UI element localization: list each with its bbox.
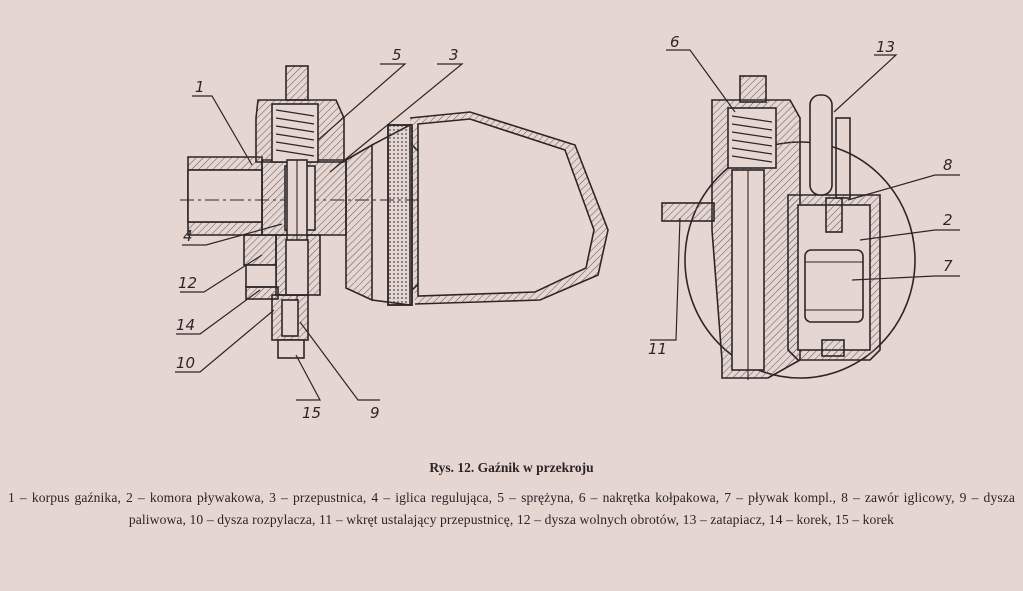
callout-1: 1 (195, 78, 205, 96)
right-section-view (661, 75, 916, 380)
callout-4: 4 (183, 227, 193, 245)
callout-10: 10 (176, 354, 195, 372)
callout-5: 5 (392, 46, 402, 64)
callout-13: 13 (876, 38, 895, 56)
callout-8: 8 (943, 156, 953, 174)
callout-15: 15 (302, 404, 321, 422)
callout-7: 7 (943, 257, 953, 275)
figure-title: Rys. 12. Gaźnik w przekroju (429, 460, 594, 475)
leader-lines (175, 49, 960, 401)
callout-2: 2 (943, 211, 953, 229)
callout-11: 11 (648, 340, 667, 358)
callout-6: 6 (670, 33, 680, 51)
callout-14: 14 (176, 316, 195, 334)
callout-9: 9 (370, 404, 380, 422)
carburetor-section-drawing: 1 5 3 4 12 14 10 9 15 6 13 8 2 7 11 (175, 33, 960, 422)
callout-3: 3 (449, 46, 459, 64)
figure-legend: 1 – korpus gaźnika, 2 – komora pływakowa… (8, 490, 1015, 527)
callout-12: 12 (178, 274, 197, 292)
left-section-view (180, 65, 609, 359)
callout-numbers: 1 5 3 4 12 14 10 9 15 6 13 8 2 7 11 (176, 33, 953, 422)
